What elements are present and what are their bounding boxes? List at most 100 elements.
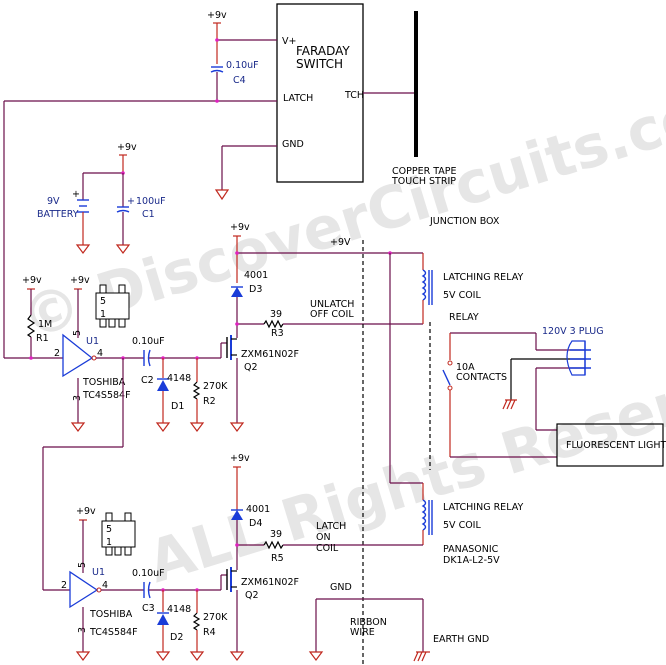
coil2-line2: 5V COIL (443, 520, 481, 531)
coil1-line2: 5V COIL (443, 290, 481, 301)
q2-part: ZXM61N02F (241, 349, 299, 360)
c4-ref: C4 (233, 75, 246, 86)
stage2: +9v 2 4 5 3 U1 TOSHIBA TC4S584F 5 1 0.10… (43, 453, 423, 661)
d1-value: 4148 (167, 373, 191, 384)
u1b-inverter-symbol (69, 570, 99, 609)
u1-pin-in: 2 (54, 348, 60, 359)
d4-supply-label: +9v (230, 453, 250, 464)
u1b-pin-vcc: 5 (77, 562, 88, 568)
d2-diode-icon (157, 614, 169, 625)
c4-value: 0.10uF (226, 60, 259, 71)
battery-line2: BATTERY (37, 209, 79, 220)
r3-value: 39 (270, 309, 282, 320)
battery-line1: 9V (47, 196, 60, 207)
faraday-pin-gnd: GND (282, 139, 304, 150)
pkg-pin5: 5 (100, 296, 106, 307)
c2-ref: C2 (141, 375, 154, 386)
c4-supply-label: +9v (207, 10, 227, 21)
stage1: +9v 1M R1 +9v 2 4 5 3 U1 TOSHIBA TC4S584… (4, 222, 423, 590)
d1-diode-icon (157, 380, 169, 391)
r5-ref: R5 (271, 553, 284, 564)
u1b-part: TC4S584F (89, 627, 138, 638)
faraday-switch: V+ FARADAY SWITCH LATCH TCH GND (276, 3, 364, 183)
d4-value: 4001 (246, 504, 270, 515)
r1-value: 1M (38, 319, 52, 330)
watermark-line2: ALL Rights Reserved (140, 334, 666, 596)
plug-label: 120V 3 PLUG (542, 326, 604, 337)
faraday-title-line1: FARADAY (296, 44, 350, 58)
latch-line2: ON (316, 532, 331, 543)
relay-mfr: PANASONIC (443, 544, 499, 555)
pkg2-pin1: 1 (106, 537, 112, 548)
faraday-title-line2: SWITCH (296, 57, 343, 71)
ribbon-line1: RIBBON (350, 617, 387, 628)
unlatch-line1: UNLATCH (310, 299, 354, 310)
contacts-line2: CONTACTS (456, 372, 507, 383)
coil2-line1: LATCHING RELAY (443, 502, 523, 513)
unlatch-line2: OFF COIL (310, 309, 354, 320)
r3-ref: R3 (271, 328, 284, 339)
u1b-pin-out: 4 (102, 580, 108, 591)
r1-ref: R1 (36, 333, 49, 344)
u1-inverter-symbol (62, 333, 94, 378)
d3-supply-label: +9v (230, 222, 250, 233)
earth-ground-icon (413, 651, 430, 662)
c3-value: 0.10uF (132, 568, 165, 579)
d3-ref: D3 (249, 284, 262, 295)
d2-value: 4148 (167, 604, 191, 615)
c1-polarity: + (127, 196, 135, 207)
battery-symbol (77, 199, 89, 213)
r2-ref: R2 (203, 396, 216, 407)
d3-diode-icon (231, 287, 243, 297)
r4-value: 270K (203, 612, 228, 623)
faraday-pin-vplus: V+ (282, 36, 296, 47)
relay-supply-label: +9V (330, 237, 351, 248)
c1-value: 100uF (136, 196, 166, 207)
relay-coil1-icon (421, 269, 427, 301)
d2-ref: D2 (170, 632, 183, 643)
latch-line3: COIL (316, 543, 339, 554)
c3-ref: C3 (142, 603, 155, 614)
d4-ref: D4 (249, 518, 262, 529)
u1-package-icon: 5 1 (95, 284, 130, 328)
faraday-pin-tch: TCH (344, 90, 364, 101)
earth-gnd-label: EARTH GND (433, 634, 489, 645)
c1-ref: C1 (142, 209, 155, 220)
c2-value: 0.10uF (132, 336, 165, 347)
d3-value: 4001 (244, 270, 268, 281)
u1-pin-out: 4 (97, 348, 103, 359)
ribbon-line2: WIRE (350, 627, 375, 638)
u1-pin-vcc: 5 (72, 330, 83, 336)
r5-value: 39 (270, 529, 282, 540)
u1b-pin-in: 2 (61, 580, 67, 591)
u1-mfr: TOSHIBA (82, 377, 126, 388)
d4-diode-icon (231, 510, 243, 520)
junction-box-label: JUNCTION BOX (429, 216, 500, 227)
q2b-part: ZXM61N02F (241, 577, 299, 588)
pkg-pin1: 1 (100, 309, 106, 320)
r1-supply-label: +9v (22, 275, 42, 286)
latch-line1: LATCH (316, 521, 346, 532)
faraday-pin-latch: LATCH (283, 93, 313, 104)
u1b-supply-label: +9v (76, 506, 96, 517)
relay-coil2-icon (421, 499, 427, 531)
fluorescent-lights-box (556, 423, 664, 467)
r4-ref: R4 (203, 627, 216, 638)
u1b-package-icon: 5 1 (101, 512, 136, 556)
touch-strip-line1: COPPER TAPE (392, 166, 457, 177)
relay-label: RELAY (449, 312, 479, 323)
lights-label: FLUORESCENT LIGHTS (566, 440, 666, 451)
relay-part: DK1A-L2-5V (443, 555, 500, 566)
battery-plus: + (72, 189, 80, 200)
pkg2-pin5: 5 (106, 524, 112, 535)
q2b-ref: Q2 (245, 590, 259, 601)
u1b-ref: U1 (92, 567, 105, 578)
u1-supply-label: +9v (70, 275, 90, 286)
coil1-line1: LATCHING RELAY (443, 272, 523, 283)
u1b-mfr: TOSHIBA (89, 609, 133, 620)
r2-value: 270K (203, 381, 228, 392)
touch-strip-line2: TOUCH STRIP (391, 176, 456, 187)
plug-icon (566, 340, 591, 376)
relay-contacts-switch (442, 369, 451, 386)
